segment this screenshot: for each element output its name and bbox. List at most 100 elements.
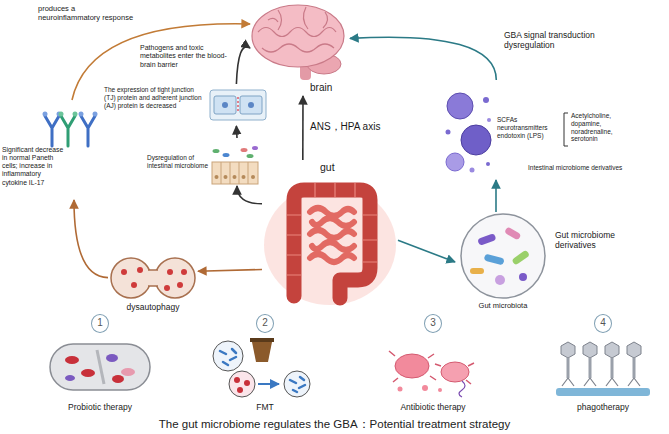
microbiota-node: Gut microbiotaGut microbiome derivatives [455, 212, 660, 312]
node-text: FMT [202, 402, 328, 412]
derivatives-node: SCFAs neurotransmitters endotoxin (LPS) I… [440, 80, 665, 180]
connector-arrow [495, 180, 497, 212]
fmt-illustration-part [213, 341, 243, 371]
probiotic-illustration-part [121, 368, 135, 376]
phage-illustration-part [584, 378, 596, 386]
dysautophagy-illustration-part [167, 269, 173, 275]
tight-junction-illustration-part [248, 102, 254, 108]
tight-junction-illustration-part [240, 96, 262, 114]
probiotic-illustration-part [65, 375, 75, 381]
therapy-panel: Probiotic therapy 1 [37, 314, 163, 416]
phage-illustration-part [583, 342, 597, 358]
phage-illustration-part [589, 358, 592, 378]
paneth-cell-illustration-part [61, 116, 75, 146]
figure-caption: The gut microbiome regulates the GBA：Pot… [0, 418, 669, 432]
epithelium-node: Dysregulation of intestinal microbiome [145, 138, 260, 186]
tight-junction-illustration-part [222, 102, 228, 108]
derivative-cells-illustration-part [487, 118, 491, 122]
gut-illustration-part [310, 208, 354, 262]
fmt-illustration-part [234, 377, 240, 383]
fmt-illustration-part [237, 387, 243, 393]
antibiotic-illustration-part [389, 351, 474, 384]
dysautophagy-illustration-part [164, 285, 170, 291]
node-text: Intestinal microbiome derivatives [528, 164, 663, 172]
therapy-panel: FMT 2 [202, 314, 328, 416]
gut-illustration-part [294, 190, 370, 298]
phage-illustration-part [611, 358, 614, 378]
epithelium-illustration-part [247, 154, 254, 158]
tight-junction-illustration-part [237, 97, 239, 113]
microbiota-illustration-part [484, 254, 505, 266]
node-text: phagotherapy [540, 402, 666, 412]
fmt-illustration-part [244, 380, 250, 386]
phage-illustration-part [628, 378, 640, 386]
probiotic-illustration-part [106, 354, 118, 362]
probiotic-illustration-part [50, 344, 150, 390]
paneth-cell-illustration [43, 112, 98, 147]
microbiota-illustration-part [511, 250, 530, 266]
node-text: SCFAs neurotransmitters endotoxin (LPS) [497, 116, 561, 139]
brain-illustration [252, 5, 344, 80]
brain-illustration-part [268, 7, 328, 30]
antibiotic-illustration-part [398, 387, 403, 392]
gut-illustration [264, 183, 396, 305]
paneth-cell-illustration-part [93, 112, 98, 117]
edge-label: ANS，HPA axis [310, 121, 400, 133]
derivative-cells-illustration-part [447, 93, 473, 119]
node-text: dysautophagy [108, 302, 198, 312]
tight-junction-node: The expression of tight junction (TJ) pr… [102, 84, 270, 126]
therapy-panel: phagotherapy 4 [540, 314, 666, 416]
fmt-illustration [213, 338, 310, 397]
microbiota-illustration-part [470, 268, 484, 274]
brain-illustration-part [252, 5, 344, 67]
epithelium-illustration-part [213, 149, 220, 153]
connector-arrow [198, 270, 262, 272]
node-text: Significant decrease in normal Paneth ce… [2, 146, 66, 187]
dysautophagy-illustration-part [137, 267, 143, 273]
callout-number: 4 [594, 314, 612, 333]
connector-arrow [398, 240, 455, 262]
dysautophagy-illustration-part [145, 270, 161, 286]
epithelium-illustration-part [212, 162, 258, 184]
microbiota-illustration-part [519, 273, 527, 281]
connector-arrow [302, 96, 304, 160]
derivative-cells-illustration-part [461, 125, 491, 155]
phage-illustration-part [567, 358, 570, 378]
node-text: gut [320, 161, 350, 174]
probiotic-illustration-part [97, 350, 104, 384]
node-text: Gut microbiota [455, 301, 551, 310]
phage-illustration-part [561, 342, 575, 358]
phage-illustration-part [627, 342, 641, 358]
node-text: brain [310, 82, 350, 94]
derivative-cells-illustration-part [470, 168, 475, 173]
fmt-illustration-part [229, 371, 255, 397]
fmt-illustration-part [284, 371, 310, 397]
node-text: The expression of tight junction (TJ) pr… [104, 86, 204, 109]
brain-illustration-part [258, 28, 336, 37]
connector-arrow [237, 186, 262, 204]
epithelium-illustration-part [242, 175, 246, 179]
dysautophagy-illustration [111, 258, 195, 298]
epithelium-illustration-part [251, 175, 255, 179]
callout-number: 3 [424, 314, 442, 333]
connector-arrow [236, 126, 238, 138]
callout-number: 1 [91, 314, 109, 333]
callout-number-text: 4 [595, 315, 611, 331]
dysautophagy-illustration-part [121, 269, 127, 275]
node-text: Dysregulation of intestinal microbiome [147, 154, 211, 170]
edge-label: produces a neuroinflammatory response [38, 4, 134, 22]
phage-illustration-part [606, 378, 618, 386]
paneth-cell-illustration-part [73, 112, 78, 117]
node-text: Probiotic therapy [37, 402, 163, 412]
phage-illustration-part [562, 378, 574, 386]
fmt-illustration-part [252, 342, 272, 362]
dysautophagy-illustration-part [181, 269, 187, 275]
gut-node: gut [262, 160, 398, 306]
microbiota-illustration-part [461, 214, 545, 298]
callout-number: 2 [256, 314, 274, 333]
phage-illustration-part [605, 342, 619, 358]
dysautophagy-node: dysautophagy [108, 252, 198, 316]
paneth-cell-node: Significant decrease in normal Paneth ce… [2, 100, 102, 200]
